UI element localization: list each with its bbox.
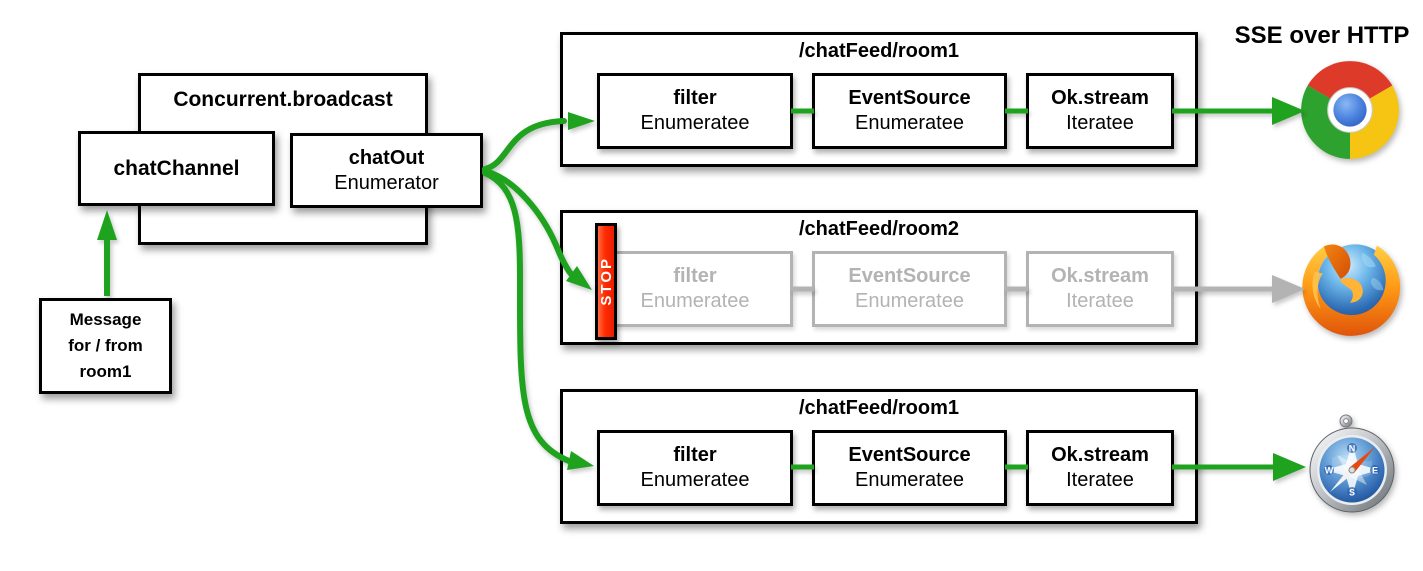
chat-channel-label: chatChannel — [113, 156, 240, 180]
svg-text:N: N — [1349, 444, 1356, 454]
safari-icon: N E S W — [1302, 410, 1402, 518]
pipeline-room2-stopped: /chatFeed/room2 filter Enumeratee EventS… — [560, 210, 1198, 345]
pipeline-3-title: /chatFeed/room1 — [798, 397, 960, 419]
chat-out-name: chatOut — [348, 146, 425, 169]
arrow-message-to-chatchannel — [97, 210, 117, 296]
message-box: Message for / from room1 — [39, 298, 172, 394]
chat-channel-box: chatChannel — [78, 131, 275, 206]
stage-filter-2: filter Enumeratee — [597, 430, 793, 506]
pipeline-2-title: /chatFeed/room2 — [798, 218, 960, 240]
stage-okstream: Ok.stream Iteratee — [1026, 73, 1174, 149]
stop-label: STOP — [597, 257, 615, 306]
firefox-icon — [1300, 234, 1404, 338]
chrome-icon — [1298, 58, 1402, 162]
message-line-1: Message — [69, 310, 142, 329]
svg-text:S: S — [1349, 488, 1355, 498]
concurrent-broadcast-title: Concurrent.broadcast — [173, 88, 393, 111]
stop-bar: STOP — [595, 223, 617, 340]
stage-filter-inactive: filter Enumeratee — [597, 251, 793, 327]
stage-eventsource-inactive: EventSource Enumeratee — [812, 251, 1007, 327]
svg-text:W: W — [1325, 466, 1334, 476]
sse-over-http-label: SSE over HTTP — [1234, 22, 1410, 49]
stage-okstream-inactive: Ok.stream Iteratee — [1026, 251, 1174, 327]
stage-eventsource-2: EventSource Enumeratee — [812, 430, 1007, 506]
pipeline-room1-bottom: /chatFeed/room1 filter Enumeratee EventS… — [560, 389, 1198, 524]
svg-text:E: E — [1372, 466, 1378, 476]
stage-eventsource: EventSource Enumeratee — [812, 73, 1007, 149]
chat-out-box: chatOut Enumerator — [290, 133, 483, 208]
pipeline-room1-top: /chatFeed/room1 filter Enumeratee EventS… — [560, 32, 1198, 167]
message-line-2: for / from — [68, 336, 143, 355]
stage-filter: filter Enumeratee — [597, 73, 793, 149]
message-line-3: room1 — [79, 362, 132, 381]
chat-out-type: Enumerator — [334, 171, 439, 194]
stage-okstream-2: Ok.stream Iteratee — [1026, 430, 1174, 506]
pipeline-1-title: /chatFeed/room1 — [798, 40, 960, 62]
